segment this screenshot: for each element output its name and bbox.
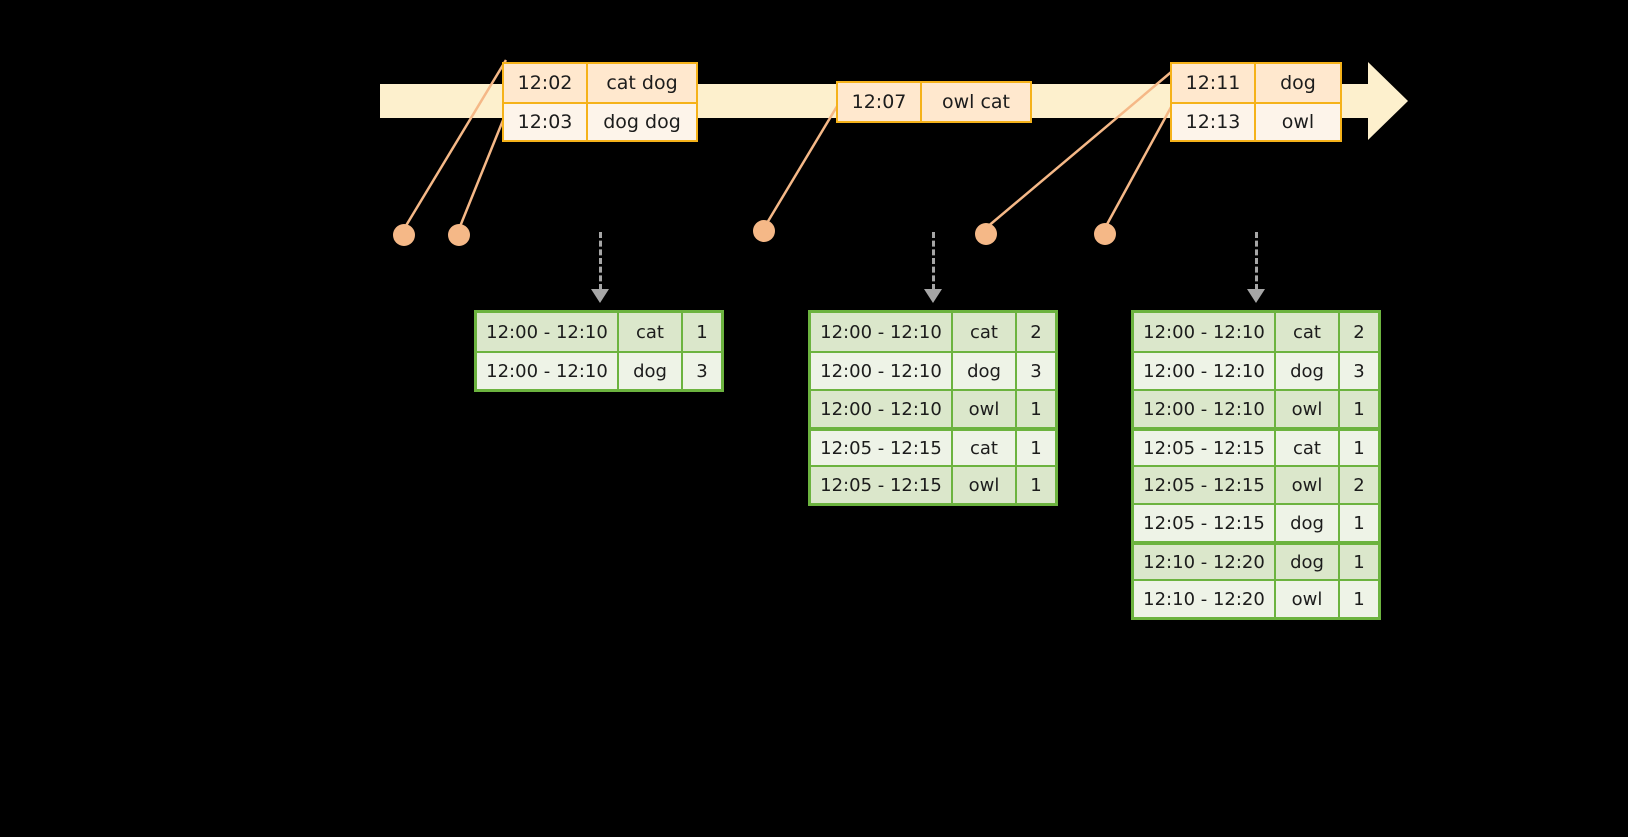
event-marker-1203[interactable]: [448, 224, 470, 246]
flow-arrow-3-head-icon: [1247, 289, 1265, 303]
window-cell: 12:05 - 12:15: [1134, 505, 1276, 541]
count-cell: 1: [1030, 474, 1042, 496]
word-cell: dog: [619, 353, 683, 389]
flow-arrow-1-line: [599, 232, 602, 290]
word-cell: cat: [1276, 313, 1340, 351]
event-words: owl cat: [922, 83, 1030, 121]
count-cell: 1: [1030, 398, 1042, 420]
flow-arrow-1-head-icon: [591, 289, 609, 303]
window-cell: 12:00 - 12:10: [477, 353, 619, 389]
count-cell: 1: [1353, 551, 1365, 573]
timeline-arrowhead-icon: [1368, 62, 1408, 140]
event-words: owl: [1256, 104, 1340, 140]
event-marker-1202[interactable]: [393, 224, 415, 246]
word-cell: owl: [1276, 391, 1340, 427]
window-cell: 12:10 - 12:20: [1134, 581, 1276, 617]
word-cell: cat: [953, 431, 1017, 465]
count-cell: 1: [1030, 437, 1042, 459]
count-cell: 3: [1353, 360, 1365, 382]
window-cell: 12:00 - 12:10: [1134, 353, 1276, 389]
event-time: 12:02: [504, 64, 588, 102]
flow-arrow-2-line: [932, 232, 935, 290]
event-row: 12:13 owl: [1172, 102, 1340, 140]
event-time: 12:03: [504, 104, 588, 140]
flow-arrow-3-line: [1255, 232, 1258, 290]
word-cell: owl: [953, 467, 1017, 503]
count-cell: 1: [1353, 588, 1365, 610]
count-cell: 2: [1030, 321, 1042, 343]
word-cell: dog: [1276, 353, 1340, 389]
word-cell: owl: [1276, 581, 1340, 617]
flow-arrow-2-head-icon: [924, 289, 942, 303]
window-cell: 12:00 - 12:10: [811, 353, 953, 389]
window-cell: 12:00 - 12:10: [1134, 313, 1276, 351]
window-cell: 12:10 - 12:20: [1134, 545, 1276, 579]
window-cell: 12:00 - 12:10: [811, 313, 953, 351]
count-cell: 2: [1353, 474, 1365, 496]
event-time: 12:13: [1172, 104, 1256, 140]
event-words: dog: [1256, 64, 1340, 102]
count-cell: 1: [1353, 512, 1365, 534]
event-time: 12:11: [1172, 64, 1256, 102]
event-time: 12:07: [838, 83, 922, 121]
word-cell: cat: [953, 313, 1017, 351]
event-box-1[interactable]: 12:02 cat dog 12:03 dog dog: [502, 62, 698, 142]
count-cell: 1: [1353, 437, 1365, 459]
window-cell: 12:05 - 12:15: [811, 467, 953, 503]
word-cell: dog: [1276, 545, 1340, 579]
event-row: 12:11 dog: [1172, 64, 1340, 102]
word-cell: cat: [619, 313, 683, 351]
window-cell: 12:05 - 12:15: [811, 431, 953, 465]
event-words: cat dog: [588, 64, 696, 102]
word-cell: owl: [953, 391, 1017, 427]
window-cell: 12:00 - 12:10: [477, 313, 619, 351]
count-cell: 1: [696, 321, 708, 343]
word-cell: dog: [953, 353, 1017, 389]
window-cell: 12:05 - 12:15: [1134, 467, 1276, 503]
word-cell: owl: [1276, 467, 1340, 503]
event-marker-1207[interactable]: [753, 220, 775, 242]
word-cell: dog: [1276, 505, 1340, 541]
event-box-3[interactable]: 12:11 dog 12:13 owl: [1170, 62, 1342, 142]
window-cell: 12:05 - 12:15: [1134, 431, 1276, 465]
event-marker-1211[interactable]: [975, 223, 997, 245]
count-cell: 3: [696, 360, 708, 382]
word-cell: cat: [1276, 431, 1340, 465]
event-box-2[interactable]: 12:07 owl cat: [836, 81, 1032, 123]
count-cell: 2: [1353, 321, 1365, 343]
window-cell: 12:00 - 12:10: [1134, 391, 1276, 427]
event-row: 12:07 owl cat: [838, 83, 1030, 121]
event-row: 12:03 dog dog: [504, 102, 696, 140]
count-cell: 1: [1353, 398, 1365, 420]
event-row: 12:02 cat dog: [504, 64, 696, 102]
window-cell: 12:00 - 12:10: [811, 391, 953, 427]
event-marker-1213[interactable]: [1094, 223, 1116, 245]
event-words: dog dog: [588, 104, 696, 140]
count-cell: 3: [1030, 360, 1042, 382]
